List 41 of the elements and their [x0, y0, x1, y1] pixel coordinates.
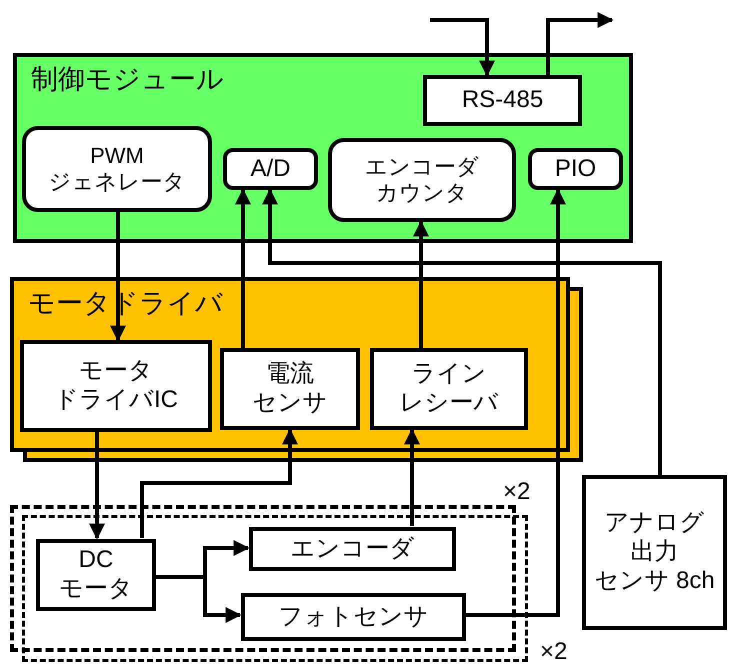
interface-box — [423, 75, 582, 126]
box-label: DC モータ — [58, 546, 134, 604]
arrow — [465, 188, 566, 617]
arrow — [546, 12, 614, 75]
arrow — [89, 432, 105, 540]
converter-box — [223, 148, 318, 190]
box-label: エンコーダカウンタ — [365, 154, 479, 206]
box-label: RS-485 — [462, 86, 544, 115]
counter-box — [328, 138, 516, 222]
arrow — [404, 428, 420, 526]
sensor-box — [582, 475, 727, 630]
box-label: モータドライバIC — [54, 357, 178, 415]
arrow — [110, 212, 126, 342]
arrow — [430, 18, 495, 77]
module-panel — [13, 53, 633, 243]
panel-title: モータドライバ — [28, 287, 223, 320]
sensor-box — [220, 348, 360, 430]
panel-title: 制御モジュール — [31, 63, 224, 96]
box-label: 電流センサ — [252, 360, 328, 418]
box-label: PIO — [554, 154, 596, 184]
motor-box — [36, 539, 156, 611]
arrow — [140, 428, 298, 538]
sensor-box — [241, 593, 466, 641]
box-label: アナログ出力センサ 8ch — [594, 509, 715, 596]
driver-ic-box — [20, 340, 212, 432]
box-label: PWM ジェネレータ — [48, 142, 186, 196]
arrow — [413, 220, 429, 348]
box-label: フォトセンサ — [278, 602, 428, 632]
dashed-group-box — [10, 505, 516, 652]
arrow — [262, 188, 662, 475]
encoder-box — [249, 527, 456, 571]
arrow — [235, 188, 251, 348]
multiplier-label: ×2 — [503, 478, 530, 506]
generator-box — [22, 126, 212, 212]
box-label: ラインレシーバ — [400, 360, 498, 418]
box-label: エンコーダ — [290, 534, 414, 564]
box-label: A/D — [250, 154, 290, 184]
io-box — [528, 148, 623, 190]
driver-panel — [10, 277, 570, 452]
multiplier-label: ×2 — [540, 638, 568, 666]
receiver-box — [370, 348, 528, 430]
